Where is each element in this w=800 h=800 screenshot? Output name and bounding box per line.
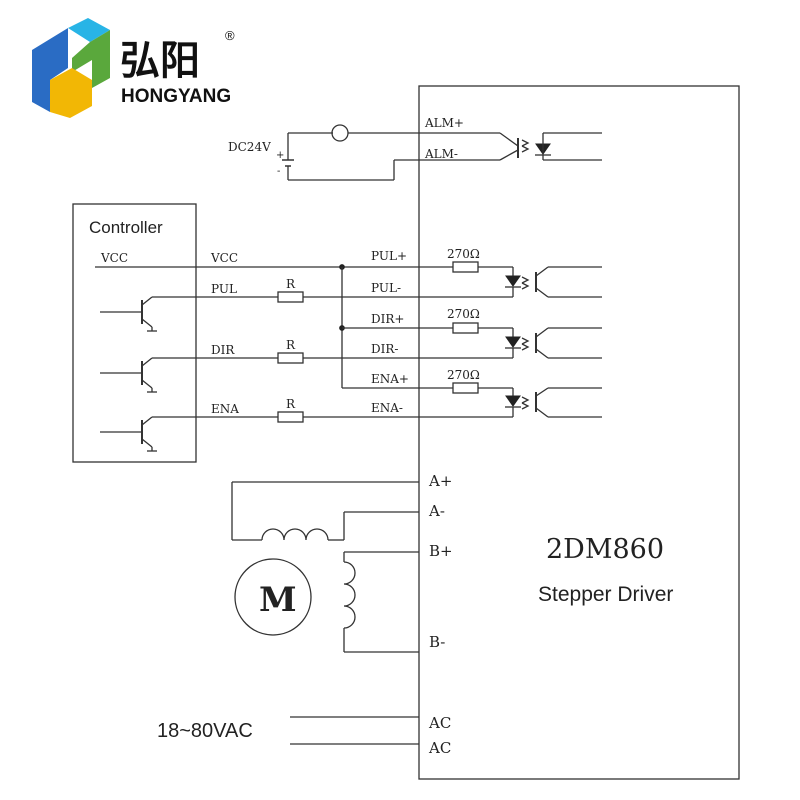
- internal-resistor-dir-label: 270Ω: [447, 307, 480, 321]
- internal-resistor-ena-label: 270Ω: [447, 368, 480, 382]
- driver-subtitle: Stepper Driver: [538, 583, 673, 606]
- internal-resistor-ena: [452, 382, 479, 394]
- power-block: 18~80VAC AC AC: [157, 714, 451, 757]
- pin-b-plus: B+: [429, 542, 453, 560]
- controller-vcc-label: VCC: [100, 251, 128, 265]
- alarm-circuit: DC24V + - ALM+ ALM-: [228, 116, 602, 181]
- hongyang-logo: 弘阳 ® HONGYANG: [32, 18, 235, 118]
- motor-block: M A+ A- B+ B-: [231, 472, 453, 653]
- motor-symbol: M: [259, 580, 297, 620]
- transistor-ena: [100, 416, 196, 452]
- opto-input-pul: 270Ω: [419, 247, 602, 298]
- pin-pul-plus: PUL+: [371, 249, 407, 263]
- pin-dir-plus: DIR+: [371, 312, 404, 326]
- resistor-pul-label: R: [286, 277, 296, 291]
- pin-ena-minus: ENA-: [371, 401, 403, 415]
- motor-circle: [234, 558, 312, 636]
- alarm-supply-label: DC24V: [228, 140, 271, 154]
- alarm-supply-plus: +: [276, 150, 284, 161]
- transistor-dir: [100, 357, 196, 393]
- driver-model: 2DM860: [546, 534, 664, 565]
- signal-label-ena: ENA: [211, 402, 239, 416]
- controller-block: Controller VCC: [72, 203, 197, 463]
- transistor-pul: [100, 296, 196, 332]
- opto-diode-ena: [505, 395, 521, 407]
- pin-ac-2: AC: [428, 739, 451, 757]
- pin-a-minus: A-: [428, 502, 445, 520]
- opto-diode-dir: [505, 336, 521, 348]
- opto-diode-pul: [505, 275, 521, 287]
- motor-coil-a: [261, 528, 329, 541]
- alarm-pin-minus: ALM-: [424, 147, 458, 161]
- internal-resistor-pul-label: 270Ω: [447, 247, 480, 261]
- pin-b-minus: B-: [429, 633, 445, 651]
- pin-pul-minus: PUL-: [371, 281, 401, 295]
- pin-a-plus: A+: [428, 472, 452, 490]
- signal-wiring: VCC PUL R DIR R ENA R PUL+ PUL- DIR+ DIR…: [196, 249, 419, 423]
- logo-mark-top: [68, 18, 110, 42]
- resistor-pul: [277, 291, 304, 303]
- pin-ena-plus: ENA+: [371, 372, 409, 386]
- signal-label-vcc: VCC: [210, 251, 238, 265]
- motor-coil-b: [343, 561, 356, 629]
- controller-title: Controller: [89, 218, 163, 237]
- signal-label-pul: PUL: [211, 282, 237, 296]
- driver-box: [418, 85, 740, 780]
- alarm-pin-plus: ALM+: [424, 116, 464, 130]
- resistor-dir: [277, 352, 304, 364]
- logo-mark-bottom: [50, 68, 92, 118]
- pin-ac-1: AC: [428, 714, 451, 732]
- opto-input-ena: 270Ω: [419, 368, 602, 418]
- power-supply-label: 18~80VAC: [157, 720, 253, 742]
- logo-chinese: 弘阳: [120, 39, 200, 83]
- signal-label-dir: DIR: [211, 343, 235, 357]
- controller-box: [72, 203, 197, 463]
- pin-dir-minus: DIR-: [371, 342, 398, 356]
- opto-input-dir: 270Ω: [419, 307, 602, 359]
- alarm-lamp: [331, 124, 349, 142]
- resistor-ena-label: R: [286, 397, 296, 411]
- logo-mark-right: [72, 30, 110, 88]
- logo-english: HONGYANG: [121, 86, 231, 107]
- internal-resistor-pul: [452, 261, 479, 273]
- logo-registered: ®: [225, 28, 235, 43]
- logo-mark-left: [32, 28, 68, 112]
- internal-resistor-dir: [452, 322, 479, 334]
- resistor-ena: [277, 411, 304, 423]
- alarm-supply-minus: -: [277, 166, 280, 177]
- resistor-dir-label: R: [286, 338, 296, 352]
